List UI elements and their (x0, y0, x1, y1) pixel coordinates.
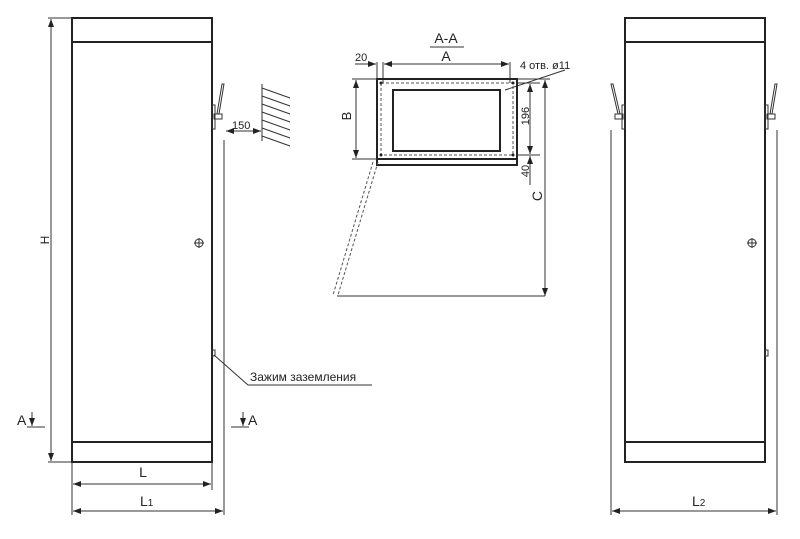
door-swing (332, 161, 374, 296)
mounting-holes (379, 81, 515, 157)
width-l-label: L (139, 464, 147, 480)
lock-icon (194, 238, 204, 248)
section-view: A-A A 20 4 отв. ø11 B 196 40 C (332, 30, 570, 297)
width-l2-label: L2 (692, 493, 706, 509)
holes-leader (504, 69, 566, 91)
door-plate (376, 158, 518, 166)
dim-c-label: C (529, 191, 545, 201)
dim-196-label: 196 (520, 107, 532, 125)
cabinet-body (71, 17, 213, 463)
grounding-clamp (211, 349, 216, 357)
grounding-label: Зажим заземления (250, 370, 356, 384)
grounding-clamp (764, 349, 769, 357)
section-marker-right: A (248, 412, 258, 428)
dim-a-label: A (441, 48, 451, 64)
grounding-leader (213, 354, 372, 386)
right-cabinet-view: L2 (610, 17, 778, 515)
cabinet-body (624, 17, 766, 463)
left-cabinet-view: Зажим заземления 150 H L L1 A A (17, 17, 372, 515)
height-label: H (38, 236, 52, 245)
wall-clearance-label: 150 (232, 120, 250, 132)
handle-icon (610, 83, 626, 130)
handle-icon (764, 83, 778, 130)
handle-icon (211, 83, 225, 130)
holes-label: 4 отв. ø11 (520, 60, 570, 72)
width-l1-label: L1 (140, 493, 154, 509)
lock-icon (747, 238, 757, 248)
cable-opening (392, 89, 501, 152)
dim-b-label: B (339, 112, 354, 121)
section-marker-left: A (17, 412, 27, 428)
wall-hatch (261, 84, 291, 147)
dim-40-label: 40 (520, 165, 532, 177)
dim-20-label: 20 (355, 52, 367, 64)
section-title: A-A (434, 30, 458, 46)
